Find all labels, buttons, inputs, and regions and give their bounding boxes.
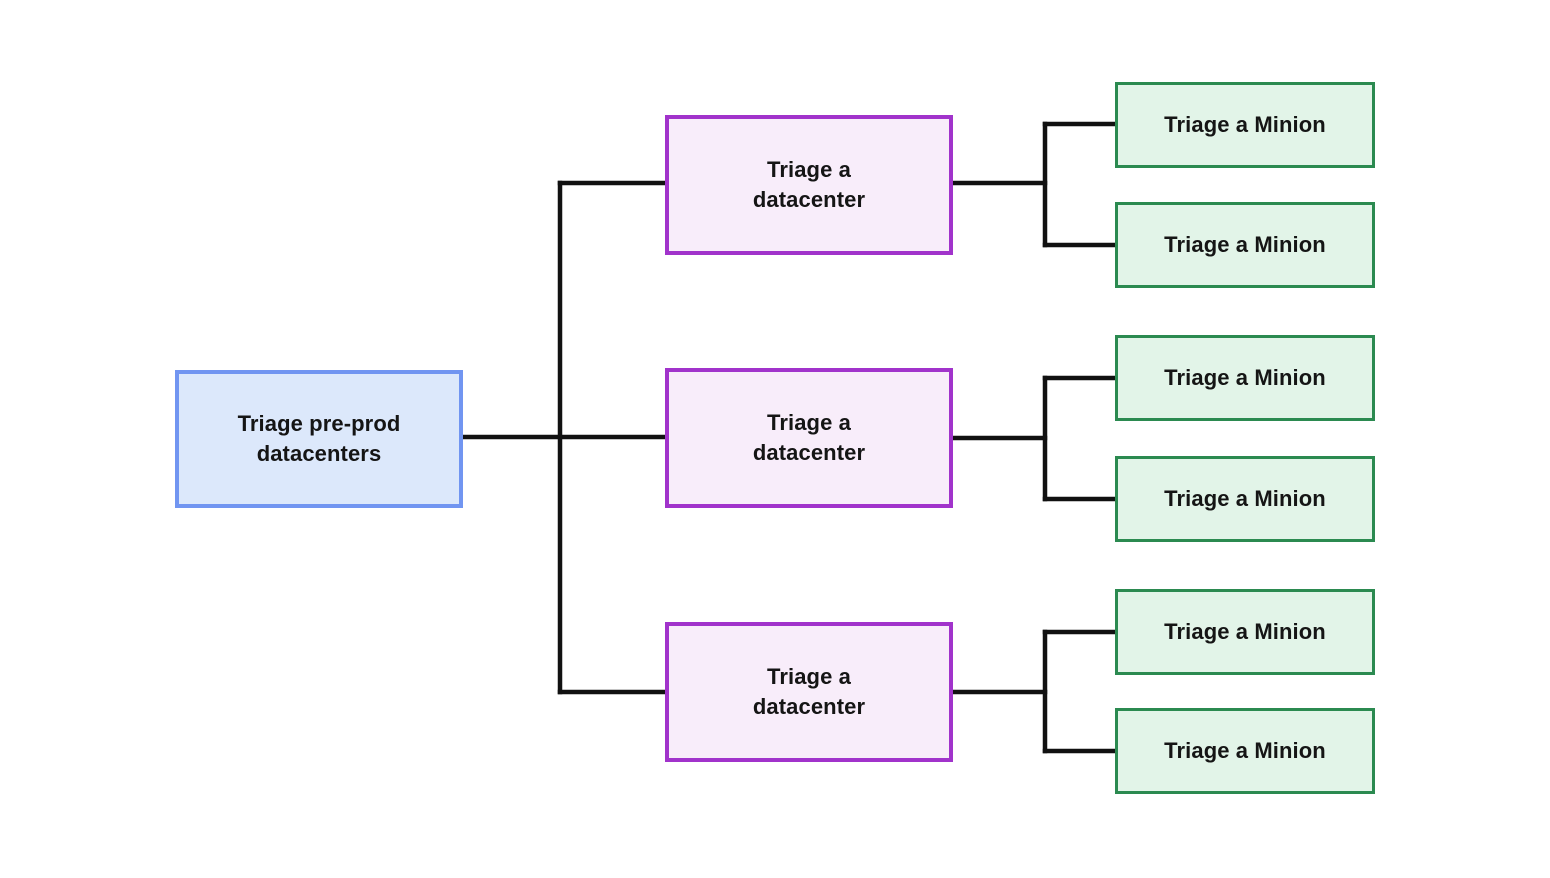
minion-node-2-2-label: Triage a Minion	[1164, 486, 1326, 512]
datacenter-node-2[interactable]: Triage a datacenter	[665, 368, 953, 508]
datacenter-node-1-label: Triage a datacenter	[752, 157, 866, 212]
minion-node-3-2-label: Triage a Minion	[1164, 738, 1326, 764]
minion-node-2-1[interactable]: Triage a Minion	[1115, 335, 1375, 421]
minion-node-1-2[interactable]: Triage a Minion	[1115, 202, 1375, 288]
minion-node-1-1[interactable]: Triage a Minion	[1115, 82, 1375, 168]
root-node[interactable]: Triage pre-prod datacenters	[175, 370, 463, 508]
datacenter-node-1[interactable]: Triage a datacenter	[665, 115, 953, 255]
root-node-label: Triage pre-prod datacenters	[237, 411, 401, 466]
datacenter-node-2-label: Triage a datacenter	[752, 410, 866, 465]
minion-node-3-1[interactable]: Triage a Minion	[1115, 589, 1375, 675]
minion-node-2-1-label: Triage a Minion	[1164, 365, 1326, 391]
datacenter-node-3[interactable]: Triage a datacenter	[665, 622, 953, 762]
minion-node-1-2-label: Triage a Minion	[1164, 232, 1326, 258]
minion-node-3-2[interactable]: Triage a Minion	[1115, 708, 1375, 794]
datacenter-node-3-label: Triage a datacenter	[752, 664, 866, 719]
minion-node-2-2[interactable]: Triage a Minion	[1115, 456, 1375, 542]
minion-node-1-1-label: Triage a Minion	[1164, 112, 1326, 138]
minion-node-3-1-label: Triage a Minion	[1164, 619, 1326, 645]
